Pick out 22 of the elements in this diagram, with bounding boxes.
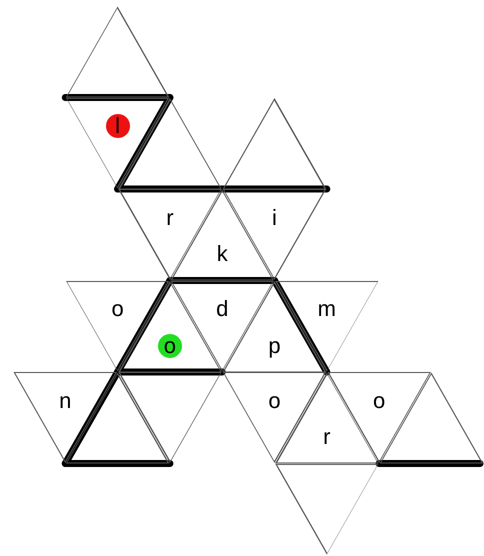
face-letter: o xyxy=(111,298,124,320)
face-letter: p xyxy=(268,334,281,356)
triangle-face xyxy=(274,464,380,555)
face-letter: o xyxy=(268,390,281,412)
triangle-face xyxy=(326,372,432,464)
triangle-face xyxy=(65,6,170,98)
triangle-face xyxy=(65,98,170,189)
face-letter: i xyxy=(272,206,277,228)
face-letter: o xyxy=(164,334,176,356)
face-letter: o xyxy=(372,390,386,412)
face-letter: r xyxy=(166,206,174,228)
triangle-face xyxy=(222,98,327,189)
face-letter: m xyxy=(318,298,336,320)
face-letter: r xyxy=(323,426,330,448)
triangle-face xyxy=(13,372,118,464)
face-letter: d xyxy=(216,298,228,320)
face-letter: k xyxy=(216,243,228,265)
triangle-face xyxy=(118,372,222,464)
face-letter: l xyxy=(115,115,120,137)
triangle-face xyxy=(170,189,274,280)
triangle-face xyxy=(118,98,222,189)
face-letter: n xyxy=(59,390,72,412)
